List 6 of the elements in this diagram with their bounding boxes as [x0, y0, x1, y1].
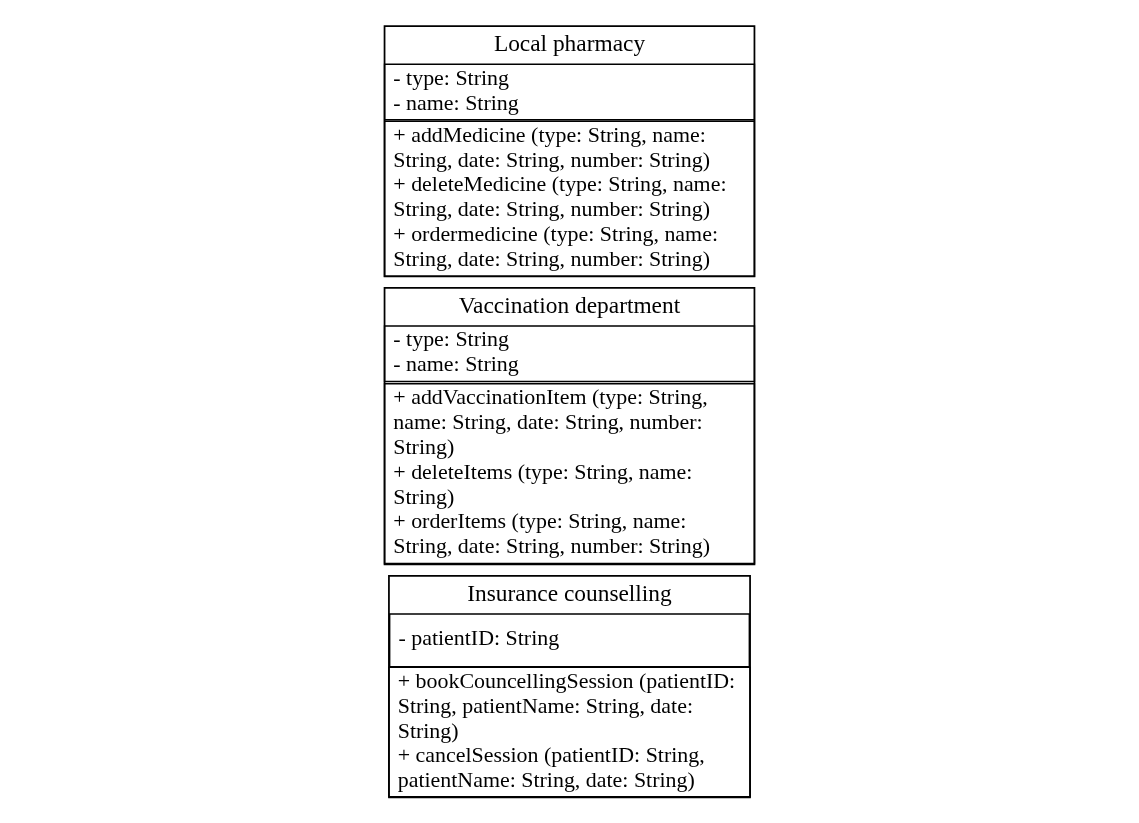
node-box: - type: String - name: String — [383, 63, 756, 121]
node-box: + addVaccinationItem (type: String, name: String, date: String, number: String) + deleteItems (type: String, name: String) + orderItems (type: String, name: String, date: String, number: String) — [383, 383, 756, 565]
node-box: + addMedicine (type: String, name: String, date: String, number: String) + deleteMedicine (type: String, name: String, date: String, number: String) + ordermedicine (type: String, name: String, date: String, number: String) — [383, 120, 756, 277]
node-box: - type: String - name: String — [383, 325, 756, 383]
node-box: + bookCouncellingSession (patientID: String, patientName: String, date: String) + cancelSession (patientID: String, patientName: String, date: String) — [388, 666, 751, 799]
node-box: - patientID: String — [388, 613, 751, 668]
